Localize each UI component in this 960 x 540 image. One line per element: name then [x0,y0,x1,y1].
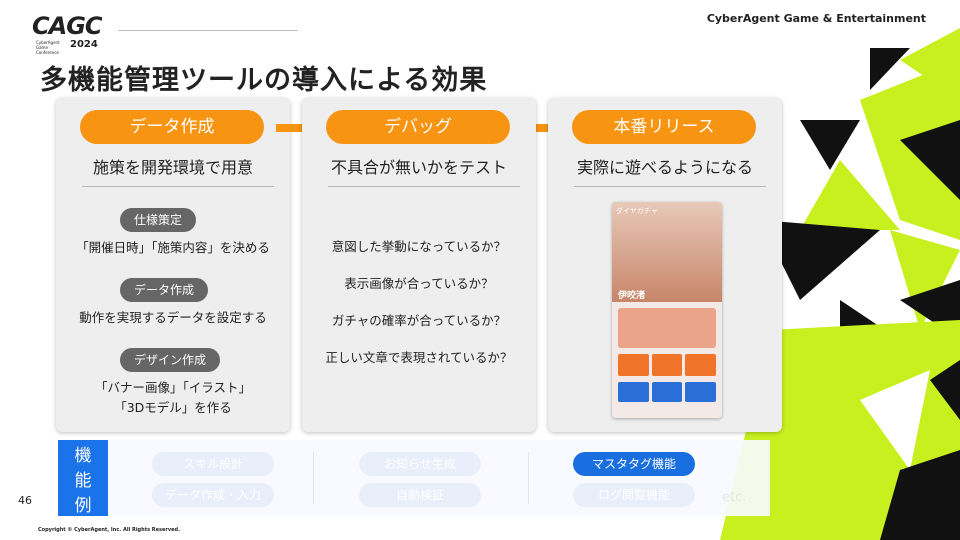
divider [82,186,274,187]
tag-spec: 仕様策定 [120,208,197,232]
company-name: CyberAgent Game & Entertainment [706,12,926,25]
tag-desc: 動作を実現するデータを設定する [79,310,267,325]
divider [574,186,766,187]
tag-data: データ作成 [120,278,209,302]
step-card-data-creation: データ作成 施策を開発環境で用意 仕様策定 「開催日時」「施策内容」を決める デ… [56,98,290,432]
step-subtitle: 実際に遊べるようになる [576,158,753,177]
feature-notice-generation[interactable]: お知らせ生成 [359,452,481,476]
feature-data-input[interactable]: データ作成・入力 [152,483,274,507]
cagc-logo: CAGC [32,12,102,40]
check-item: ガチャの確率が合っているか？ [331,313,507,328]
step-label: データ作成 [80,110,264,144]
check-item: 正しい文章で表現されているか？ [325,350,513,365]
tag-desc: 「開催日時」「施策内容」を決める [76,240,270,255]
step-subtitle: 不具合が無いかをテスト [330,158,507,177]
feature-master-tag[interactable]: マスタタグ機能 [573,452,695,476]
logo-year: 2024 [70,39,98,50]
page-number: 46 [18,494,32,507]
divider [313,452,314,504]
divider [528,452,529,504]
feature-log-viewer[interactable]: ログ閲覧機能 [573,483,695,507]
page-title: 多機能管理ツールの導入による効果 [40,65,488,96]
etc-label: etc. [722,490,747,505]
step-label: 本番リリース [572,110,756,144]
copyright: Copyright © CyberAgent, Inc. All Rights … [38,527,181,533]
tag-desc: 「バナー画像」「イラスト」 [94,380,251,395]
logo-subtitle: CyberAgent Game Conference [36,40,60,55]
tag-desc: 「3Dモデル」を作る [114,400,232,415]
check-item: 意図した挙動になっているか？ [331,239,507,254]
check-item: 表示画像が合っているか？ [344,276,494,291]
tag-design: デザイン作成 [120,348,221,372]
step-label: デバッグ [326,110,510,144]
features-label: 機能例 [58,440,108,516]
gacha-banner-title: ダイヤガチャ [616,207,658,215]
step-card-release: 本番リリース 実際に遊べるようになる [548,98,782,432]
gacha-screen-image: ダイヤガチャ 伊咬渚 [612,202,722,418]
header-divider [118,30,298,31]
feature-auto-verify[interactable]: 自動検証 [359,483,481,507]
step-subtitle: 施策を開発環境で用意 [92,158,253,177]
character-name: 伊咬渚 [618,291,646,301]
divider [328,186,520,187]
feature-skill-design[interactable]: スキル設計 [152,452,274,476]
step-card-debug: デバッグ 不具合が無いかをテスト 意図した挙動になっているか？ 表示画像が合って… [302,98,536,432]
